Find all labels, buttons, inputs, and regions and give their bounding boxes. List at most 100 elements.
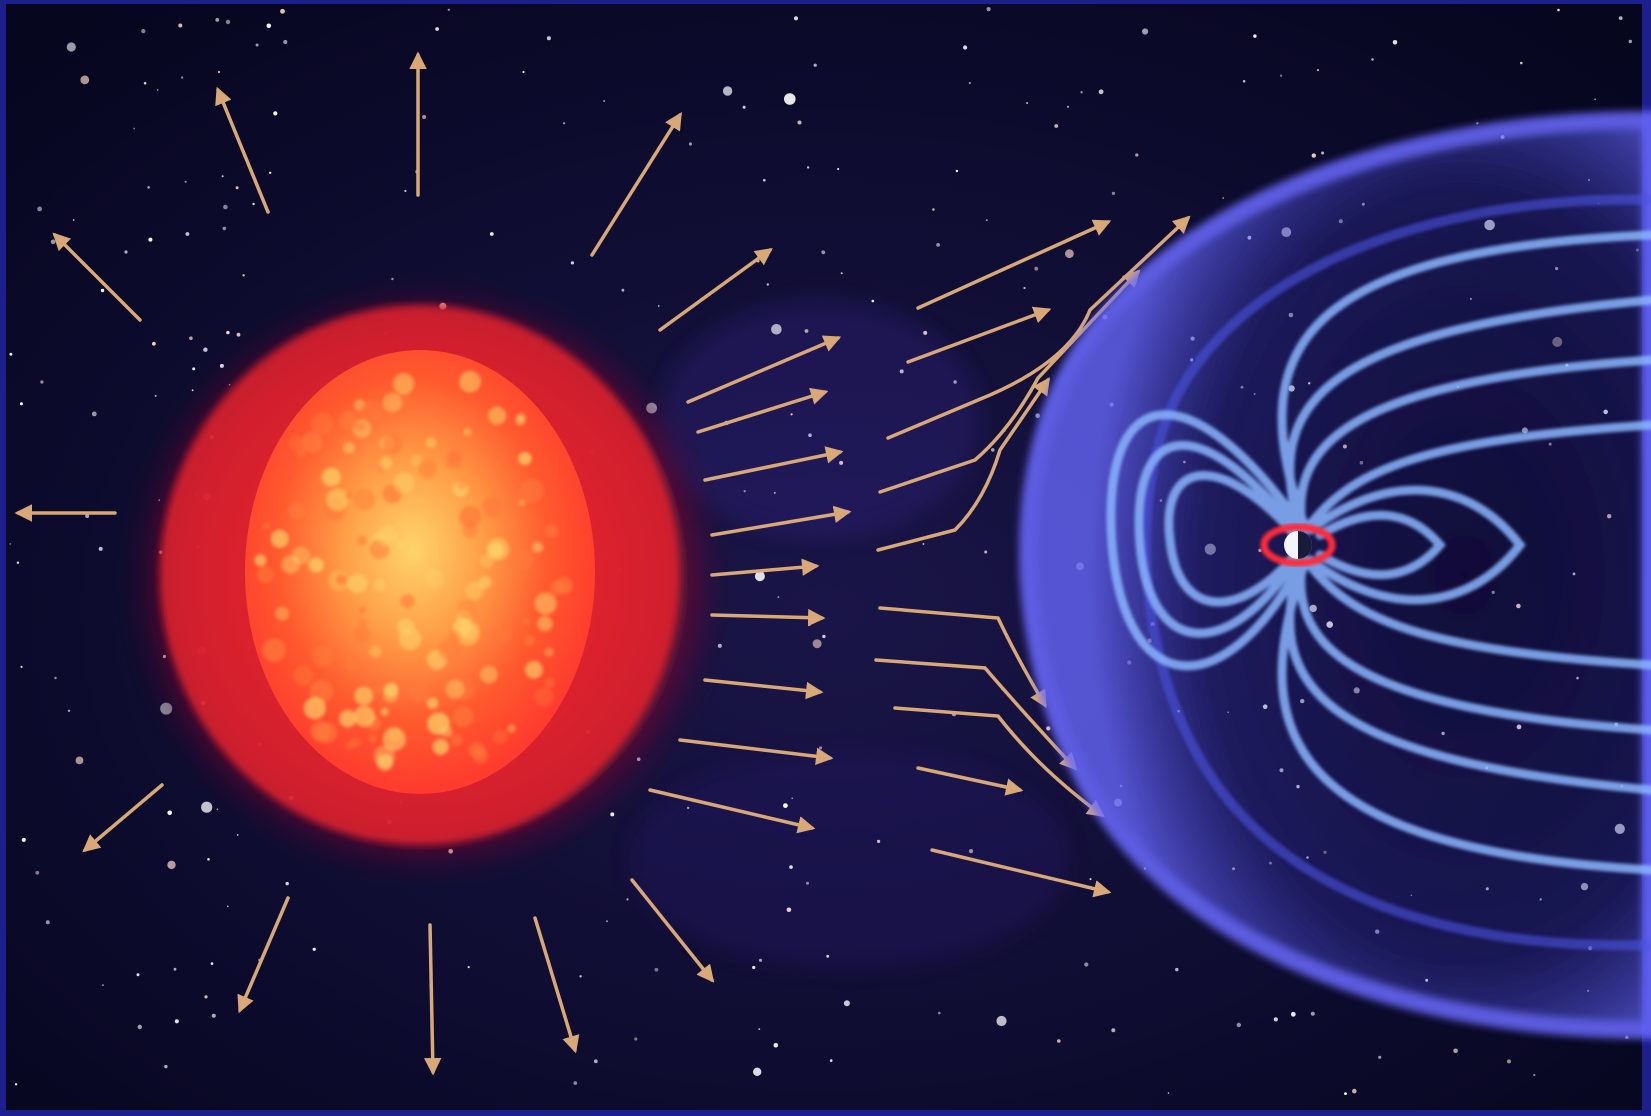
star (522, 70, 525, 74)
sun-granule (525, 660, 543, 679)
star (783, 803, 788, 808)
sun-granule (344, 655, 361, 671)
sun-granule (397, 618, 415, 636)
star (743, 490, 746, 493)
solar-wind-arrow (893, 706, 1105, 818)
sun-granule (296, 448, 306, 459)
sun-granule (450, 734, 463, 747)
sun-granule (303, 697, 326, 720)
sun-granule (288, 501, 306, 520)
star (955, 169, 959, 173)
star (19, 402, 23, 406)
sun-granule (427, 697, 439, 709)
star (753, 1067, 762, 1077)
sun-granule (456, 622, 480, 646)
sun-granule (544, 677, 555, 688)
sun-granule (392, 373, 415, 395)
star (1222, 197, 1224, 199)
sun-granule (262, 522, 270, 530)
star (216, 808, 219, 811)
star (1311, 153, 1317, 158)
earth (1260, 523, 1336, 567)
star (404, 189, 407, 193)
star (269, 171, 272, 174)
sun-granule (254, 554, 267, 567)
sun-granule (270, 529, 289, 548)
star (1242, 80, 1246, 83)
star (235, 186, 239, 190)
sun-granule (418, 459, 438, 479)
sun-granule (354, 686, 374, 706)
sun-granule (408, 682, 429, 703)
star (236, 834, 239, 836)
sun-granule (380, 707, 389, 716)
star (579, 975, 582, 978)
star (273, 111, 278, 116)
sun-granule (544, 524, 559, 538)
star (771, 324, 782, 335)
sun-granule (310, 721, 331, 742)
sun-granule (384, 682, 399, 698)
star (806, 166, 810, 169)
star (1344, 1092, 1347, 1095)
sun-granule (452, 706, 474, 727)
star (154, 394, 157, 397)
sun-granule (358, 606, 366, 614)
sun-granule (534, 592, 557, 615)
sun-granule (480, 665, 498, 684)
star (21, 837, 26, 842)
star (593, 1059, 598, 1064)
sun-granule (308, 557, 324, 573)
star (66, 42, 76, 52)
star (72, 219, 75, 221)
star (813, 63, 817, 67)
star (840, 272, 843, 275)
star (280, 8, 285, 14)
star (283, 39, 288, 45)
star (777, 596, 780, 599)
star (207, 858, 210, 861)
star (210, 962, 214, 965)
sun-granule (301, 431, 323, 454)
sun-granule (382, 433, 403, 455)
star (14, 1083, 18, 1086)
star (1046, 726, 1051, 731)
solar-wind-arrow (52, 232, 142, 322)
sun-granule (486, 537, 510, 561)
star (50, 239, 56, 245)
sun-granule (368, 733, 378, 743)
star (722, 86, 733, 96)
sun-granule (373, 578, 386, 592)
magnetosphere (1019, 110, 1651, 1040)
sun-granule (343, 442, 355, 454)
star (742, 105, 746, 109)
star (626, 898, 629, 901)
sun-granule (468, 742, 485, 759)
star (447, 8, 450, 11)
star (1026, 102, 1029, 104)
star (1352, 1088, 1357, 1094)
star (1557, 8, 1560, 12)
solar-wind-arrow (696, 387, 829, 434)
star (1310, 1011, 1315, 1016)
sun-granulation (254, 370, 573, 771)
sun-granule (376, 754, 394, 771)
sun-granule (457, 479, 468, 491)
field-line (1134, 440, 1300, 638)
star (766, 283, 769, 286)
solar-wind-arrow (533, 916, 580, 1054)
sun-granule (534, 687, 554, 707)
sun-granule (438, 639, 461, 661)
star (1290, 1011, 1296, 1017)
star (812, 639, 822, 649)
star (80, 75, 90, 85)
star (1507, 1059, 1511, 1064)
earth-radiation-ring (1260, 523, 1336, 567)
sun-granule (465, 581, 484, 600)
star (784, 93, 796, 105)
solar-wind-arrow (423, 923, 442, 1076)
star (797, 120, 802, 125)
star (570, 261, 575, 265)
star (9, 543, 11, 545)
star (758, 958, 763, 962)
